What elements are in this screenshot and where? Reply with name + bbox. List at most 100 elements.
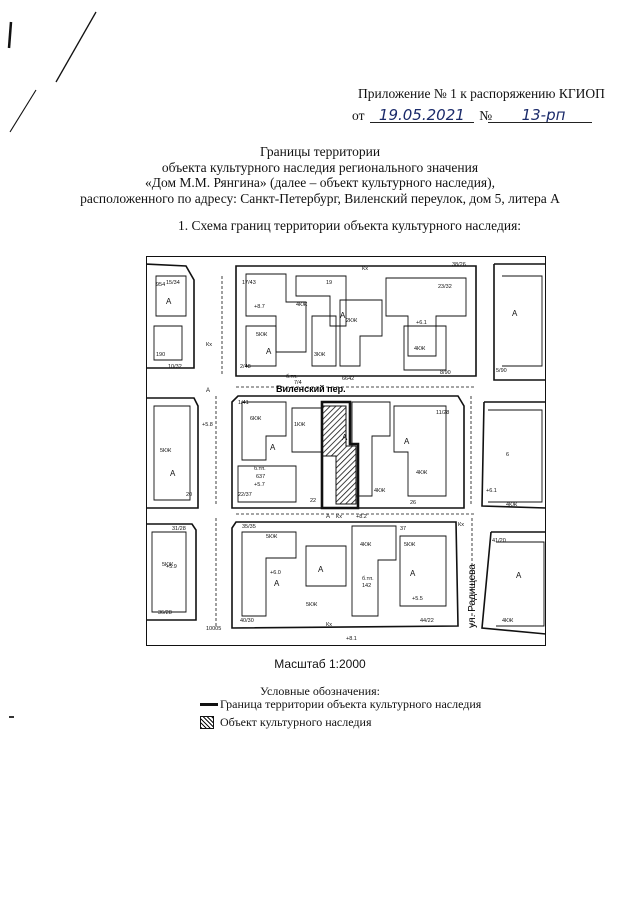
svg-text:Кх: Кх (362, 266, 368, 272)
svg-text:А: А (512, 309, 518, 318)
legend-boundary: Граница территории объекта культурного н… (200, 697, 481, 712)
svg-text:2/48: 2/48 (240, 364, 251, 370)
svg-text:6: 6 (506, 452, 509, 458)
date-underline (370, 122, 474, 123)
svg-text:38/26: 38/26 (452, 262, 466, 268)
svg-text:6КЖ: 6КЖ (250, 416, 261, 422)
svg-text:+8.2: +8.2 (356, 514, 367, 520)
margin-dot (9, 716, 14, 718)
svg-text:20: 20 (186, 492, 192, 498)
svg-text:+5.7: +5.7 (254, 482, 265, 488)
block-se (481, 531, 546, 635)
title-line-1: Границы территории (259, 144, 381, 159)
svg-text:7/4: 7/4 (294, 380, 302, 386)
svg-text:б.тп.: б.тп. (286, 374, 298, 380)
svg-text:23/32: 23/32 (438, 284, 452, 290)
svg-text:+5.5: +5.5 (412, 596, 423, 602)
svg-text:+6.0: +6.0 (270, 570, 281, 576)
svg-text:190: 190 (156, 352, 165, 358)
svg-text:+8.7: +8.7 (254, 304, 265, 310)
boundary-line-icon (200, 703, 218, 706)
svg-text:Кх: Кх (326, 622, 332, 628)
svg-text:954: 954 (156, 282, 165, 288)
block-e (481, 401, 546, 509)
svg-text:А: А (410, 569, 416, 578)
block-south (231, 521, 459, 629)
svg-text:5КЖ: 5КЖ (162, 562, 173, 568)
number-label: № (479, 108, 493, 123)
block-w (146, 397, 199, 509)
svg-text:4КЖ: 4КЖ (414, 346, 425, 352)
cadastral-map: Виленский пер. ул. Радищева 17/43 19 23/… (146, 256, 546, 646)
title-line-3: «Дом М.М. Рянгина» (далее – объект культ… (145, 175, 495, 190)
svg-text:А: А (326, 514, 330, 520)
heritage-object-area (321, 405, 357, 505)
svg-text:5КЖ: 5КЖ (160, 448, 171, 454)
svg-text:31/28: 31/28 (172, 526, 186, 532)
svg-text:4КЖ: 4КЖ (506, 502, 517, 508)
svg-text:+8.1: +8.1 (346, 636, 357, 642)
svg-text:+5.8: +5.8 (202, 422, 213, 428)
svg-text:б.тп.: б.тп. (254, 466, 266, 472)
svg-text:4КЖ: 4КЖ (296, 302, 307, 308)
map-scale: Масштаб 1:2000 (274, 657, 366, 671)
from-label: от (352, 108, 365, 123)
svg-text:10005: 10005 (206, 626, 221, 632)
handwritten-number: 13-рп (521, 106, 566, 124)
svg-text:41/20: 41/20 (492, 538, 506, 544)
svg-text:+6.1: +6.1 (486, 488, 497, 494)
svg-text:1/41: 1/41 (238, 400, 249, 406)
svg-text:6642: 6642 (342, 376, 354, 382)
svg-text:б.тп.: б.тп. (362, 576, 374, 582)
svg-text:5КЖ: 5КЖ (306, 602, 317, 608)
svg-text:26: 26 (410, 500, 416, 506)
svg-text:10/32: 10/32 (168, 364, 182, 370)
svg-text:15/34: 15/34 (166, 280, 180, 286)
svg-text:1КЖ: 1КЖ (294, 422, 305, 428)
handwritten-date: 19.05.2021 (378, 106, 465, 124)
svg-text:35/35: 35/35 (242, 524, 256, 530)
building-lines (151, 273, 545, 627)
svg-text:44/22: 44/22 (420, 618, 434, 624)
svg-text:22: 22 (310, 498, 316, 504)
svg-text:+5.9: +5.9 (166, 564, 177, 570)
svg-text:А: А (274, 579, 280, 588)
territory-boundary (320, 400, 360, 510)
appendix-line: Приложение № 1 к распоряжению КГИОП (358, 86, 605, 101)
title-line-2: объекта культурного наследия регионально… (161, 160, 479, 175)
svg-text:4КЖ: 4КЖ (360, 542, 371, 548)
svg-text:Кх: Кх (336, 514, 342, 520)
svg-text:37: 37 (400, 526, 406, 532)
svg-text:+6.1: +6.1 (416, 320, 427, 326)
svg-text:Кх: Кх (206, 342, 212, 348)
svg-text:5КЖ: 5КЖ (256, 332, 267, 338)
svg-text:142: 142 (362, 583, 371, 589)
hatched-box-icon (200, 716, 214, 729)
svg-text:40/30: 40/30 (240, 618, 254, 624)
block-center (231, 395, 465, 509)
svg-text:4КЖ: 4КЖ (416, 470, 427, 476)
legend-title: Условные обозначения: (259, 684, 381, 698)
number-underline (488, 122, 592, 123)
block-nw (146, 263, 195, 369)
svg-text:А: А (266, 347, 272, 356)
svg-text:2КЖ: 2КЖ (346, 318, 357, 324)
map-labels: 17/43 19 23/32 15/34 2/48 10/32 8/90 7/4… (156, 262, 522, 642)
svg-text:А: А (404, 437, 410, 446)
svg-text:3КЖ: 3КЖ (314, 352, 325, 358)
block-ne (493, 263, 546, 381)
svg-text:А: А (206, 388, 210, 394)
svg-text:А: А (340, 311, 346, 320)
block-sw (146, 523, 197, 621)
svg-text:4КЖ: 4КЖ (374, 488, 385, 494)
svg-text:5КЖ: 5КЖ (404, 542, 415, 548)
svg-text:А: А (170, 469, 176, 478)
svg-text:11/28: 11/28 (436, 410, 449, 416)
svg-text:19: 19 (326, 280, 332, 286)
svg-text:А: А (342, 433, 348, 442)
svg-text:А: А (166, 297, 172, 306)
svg-text:637: 637 (256, 474, 265, 480)
svg-text:4КЖ: 4КЖ (502, 618, 513, 624)
street-vilensky: Виленский пер. (276, 384, 346, 394)
dashed-lines (215, 276, 476, 626)
